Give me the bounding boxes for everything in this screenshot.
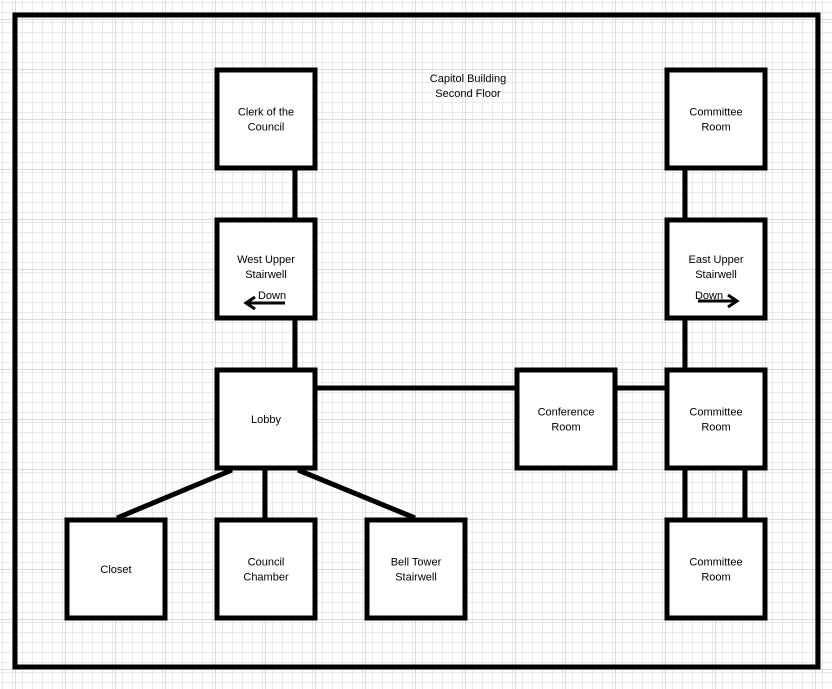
connectors [116, 170, 748, 521]
room-box [364, 517, 468, 621]
room-label: Council [248, 557, 285, 569]
room-label: Stairwell [245, 269, 287, 281]
room-box [214, 67, 318, 171]
room-label: Chamber [243, 572, 289, 584]
room-label: Council [248, 122, 285, 134]
room-lobby: Lobby [214, 367, 318, 471]
room-label: Room [701, 122, 730, 134]
stair-direction-label: Down [695, 290, 723, 302]
room-label: Committee [689, 407, 742, 419]
room-label: Lobby [251, 414, 281, 426]
room-box [664, 367, 768, 471]
room-label: Conference [538, 407, 595, 419]
room-label: Clerk of the [238, 107, 294, 119]
room-label: Committee [689, 107, 742, 119]
room-box [514, 367, 618, 471]
room-label: Bell Tower [391, 557, 442, 569]
diagram-title-line1: Capitol Building [430, 73, 506, 85]
room-label: East Upper [688, 254, 743, 266]
room-label: Stairwell [395, 572, 437, 584]
connector-lobby-closet [116, 467, 233, 521]
diagram-title-line2: Second Floor [435, 88, 501, 100]
room-box [214, 367, 318, 471]
room-label: Committee [689, 557, 742, 569]
room-label: Stairwell [695, 269, 737, 281]
down-arrow-east [698, 293, 740, 309]
connector-lobby-bell-tower [297, 467, 416, 521]
room-box [664, 517, 768, 621]
room-box [64, 517, 168, 621]
room-box [214, 517, 318, 621]
room-label: West Upper [237, 254, 295, 266]
room-box [664, 67, 768, 171]
down-arrow-west [243, 295, 285, 311]
room-label: Room [551, 422, 580, 434]
room-label: Room [701, 572, 730, 584]
building-outline [12, 12, 821, 670]
stair-direction-label: Down [258, 290, 286, 302]
room-closet: Closet [64, 517, 168, 621]
room-label: Room [701, 422, 730, 434]
room-label: Closet [100, 564, 131, 576]
